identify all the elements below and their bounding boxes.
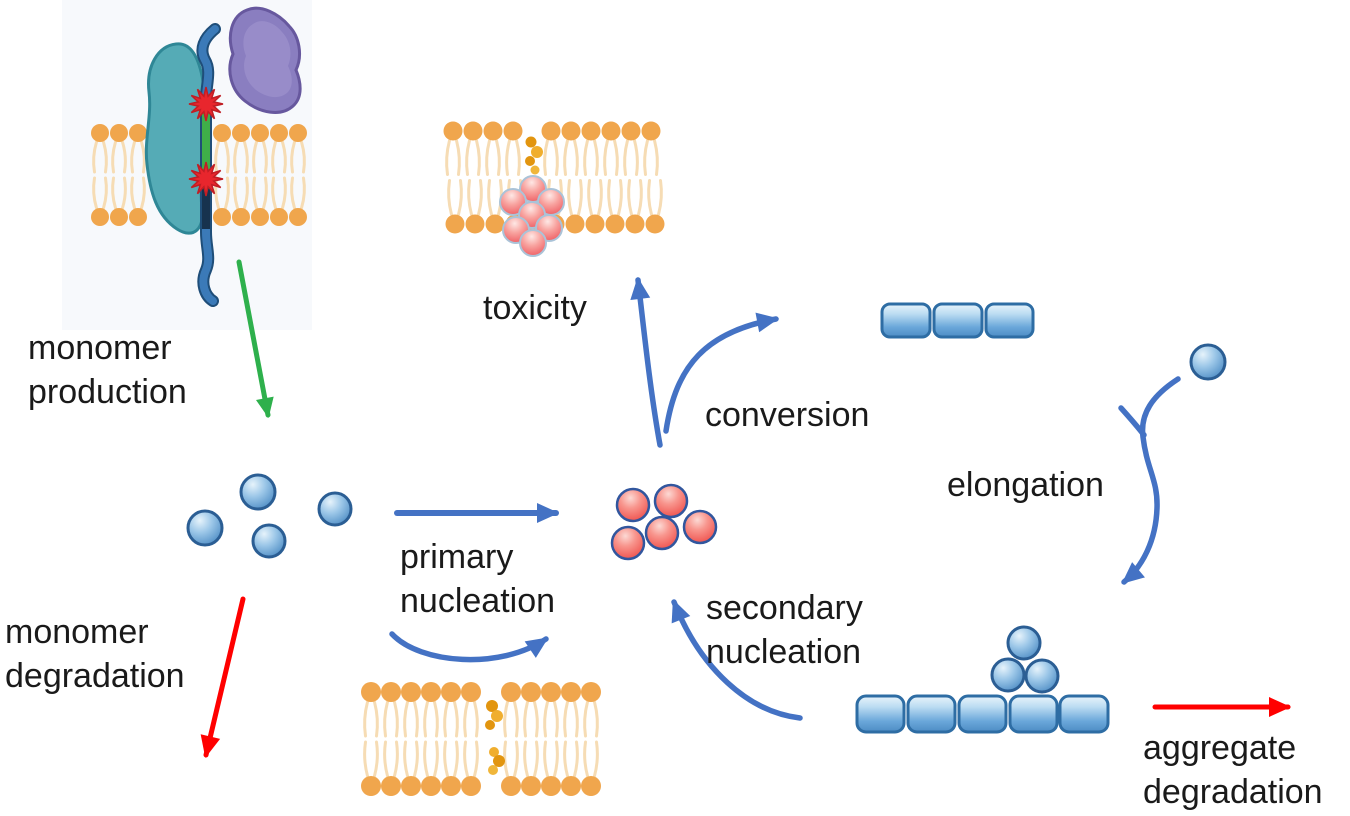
- label-secondary-nucleation: secondary nucleation: [706, 589, 863, 671]
- oligomer-membrane-pore: [499, 175, 565, 257]
- conversion-arrow: [663, 312, 779, 434]
- label-primary-nucleation: primary nucleation: [400, 538, 556, 620]
- squiggle-toxicity-membrane: [525, 136, 543, 175]
- monomer-degradation-arrow: [200, 596, 246, 758]
- label-elongation: elongation: [947, 466, 1104, 504]
- oligomer-red: [610, 483, 718, 561]
- squiggle-primary-membrane-lower: [488, 747, 505, 775]
- pathway-arrows: [200, 259, 1291, 758]
- cleavage-site-stars: [188, 86, 224, 197]
- elongation-monomer: [1189, 343, 1227, 381]
- label-monomer-production: monomer production: [28, 329, 187, 411]
- lipid-fragment-squiggles: [485, 136, 543, 775]
- label-conversion: conversion: [705, 396, 870, 434]
- receptor-membrane: [91, 124, 307, 226]
- fibril-long: [855, 694, 1110, 734]
- secondary-nucleation-arrow: [671, 599, 803, 721]
- label-aggregate-degradation: aggregate degradation: [1143, 729, 1323, 811]
- monomer-production-arrow: [236, 259, 274, 418]
- label-monomer-degradation: monomer degradation: [5, 613, 185, 695]
- protease-protein-highlight: [243, 21, 292, 98]
- cleavage-star-icon: [188, 86, 224, 122]
- cleavage-star-icon: [188, 161, 224, 197]
- surface-nucleus-monomers: [990, 625, 1060, 694]
- squiggle-primary-membrane-upper: [485, 700, 503, 730]
- fibril-short: [880, 302, 1035, 339]
- label-toxicity: toxicity: [483, 289, 587, 327]
- membrane-protein-complex: [144, 6, 302, 307]
- primary-nucleation-membrane: [361, 682, 601, 796]
- monomer-pool: [186, 473, 353, 559]
- toxicity-arrow: [630, 277, 663, 448]
- primary-nucleation-membrane-arrow: [389, 631, 549, 663]
- elongation-arrow-branch: [1118, 405, 1147, 438]
- elongation-arrow: [1121, 376, 1181, 585]
